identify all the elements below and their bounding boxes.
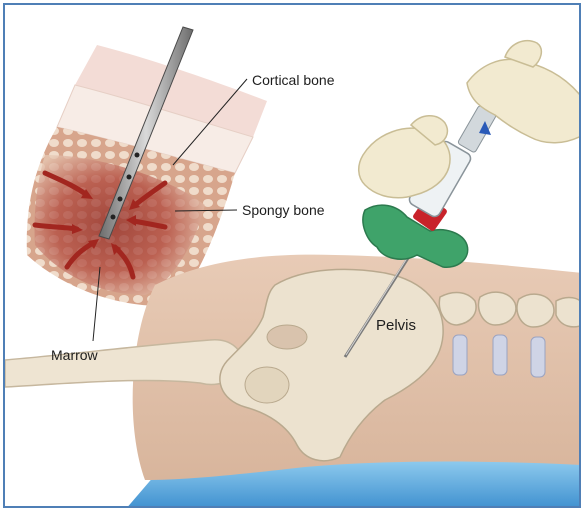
femur-bone (5, 340, 242, 387)
label-spongy-bone: Spongy bone (242, 202, 325, 218)
label-marrow: Marrow (51, 347, 98, 363)
intervertebral-discs (453, 335, 545, 377)
label-cortical-bone: Cortical bone (252, 72, 335, 88)
gloved-hands (359, 41, 581, 198)
label-pelvis: Pelvis (376, 317, 416, 334)
pelvis-socket (245, 367, 289, 403)
pelvis-foramen (267, 325, 307, 349)
illustration-frame: Cortical bone Spongy bone Marrow Pelvis (3, 3, 581, 508)
